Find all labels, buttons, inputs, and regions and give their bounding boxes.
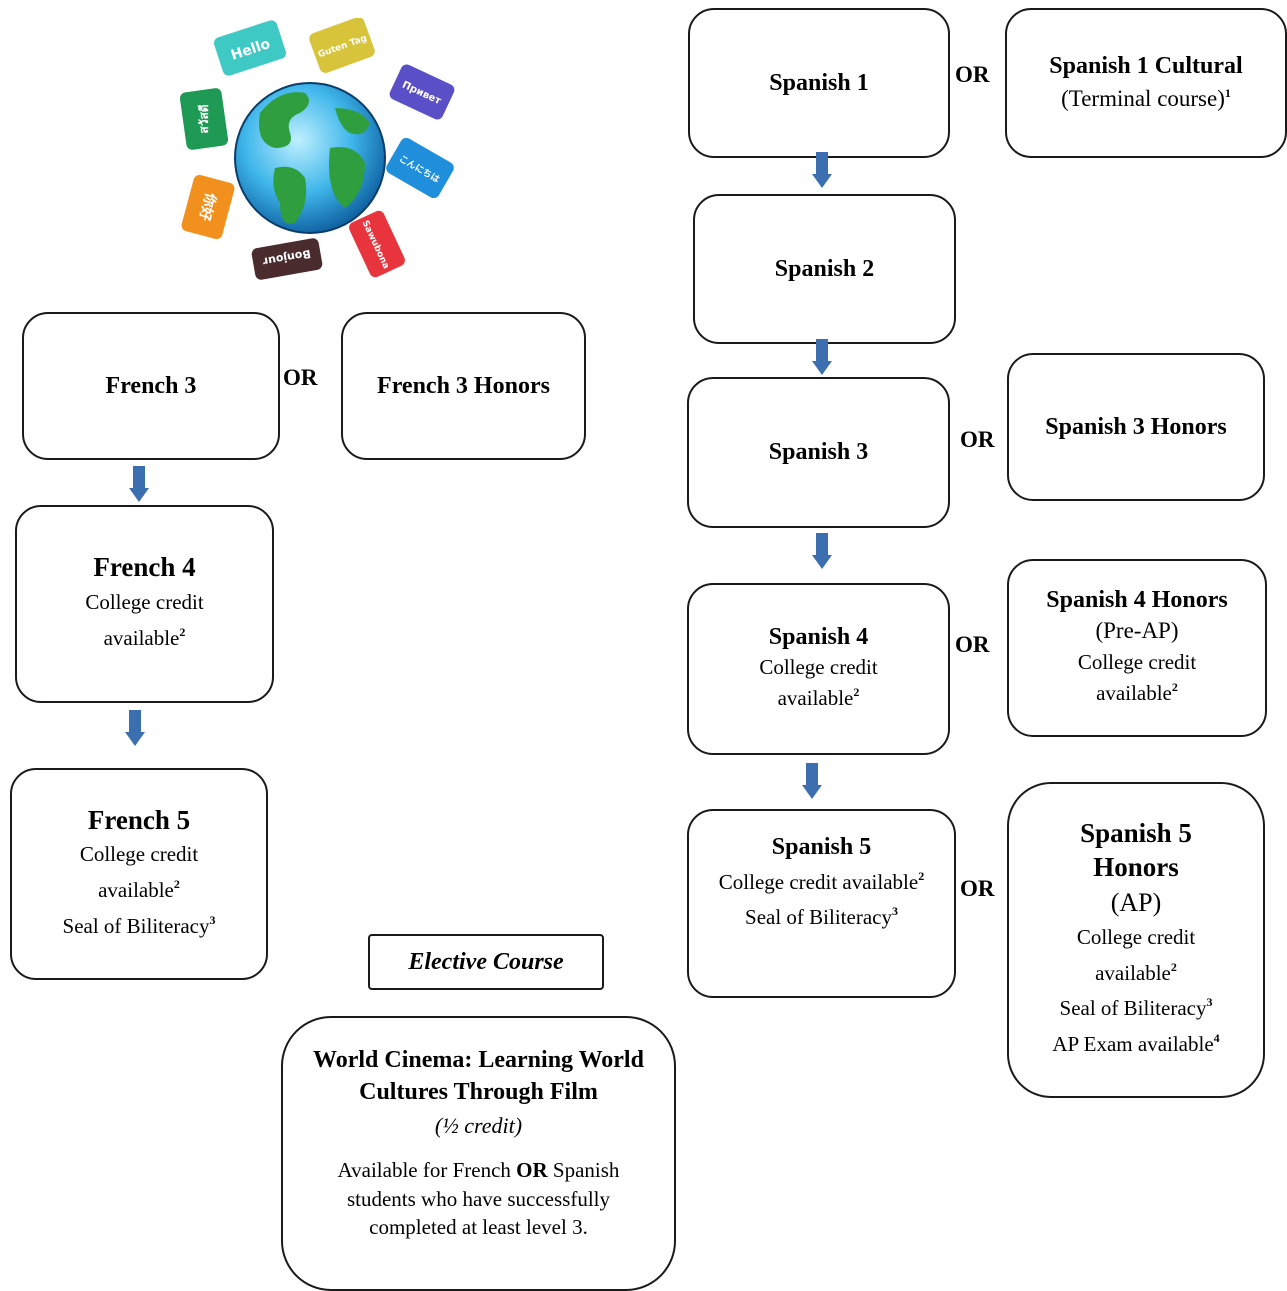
french-3-title: French 3 <box>105 372 197 399</box>
globe-illustration: Hello Guten Tag Привет こんにちは Sawubona Bo… <box>165 17 465 283</box>
world-cinema-credit: (½ credit) <box>434 1112 523 1138</box>
french-4-box: French 4 College credit available2 <box>15 505 274 703</box>
spanish-1-title: Spanish 1 <box>769 69 869 96</box>
spanish-4-honors-box: Spanish 4 Honors (Pre-AP) College credit… <box>1007 559 1267 737</box>
svg-text:你好: 你好 <box>196 190 220 222</box>
spanish-5-honors-line2: available2 <box>1095 959 1177 985</box>
world-cinema-title: World Cinema: Learning World Cultures Th… <box>313 1047 644 1106</box>
french-4-line1: College credit <box>85 590 204 615</box>
arrow-down-icon <box>802 763 822 799</box>
french-4-title: French 4 <box>93 552 196 583</box>
or-label: OR <box>960 876 995 901</box>
globe-icon: Hello Guten Tag Привет こんにちは Sawubona Bo… <box>179 17 455 280</box>
bubble-sawubona: Sawubona <box>349 210 405 278</box>
spanish-5-honors-title-1: Spanish 5 <box>1080 818 1192 849</box>
or-label: OR <box>283 365 318 390</box>
spanish-4-honors-sub: (Pre-AP) <box>1095 617 1179 643</box>
spanish-5-honors-box: Spanish 5 Honors (AP) College credit ava… <box>1007 782 1265 1098</box>
spanish-3-title: Spanish 3 <box>768 439 869 466</box>
spanish-5-honors-line1: College credit <box>1076 924 1196 949</box>
or-label: OR <box>960 427 995 452</box>
spanish-5-line2: Seal of Biliteracy3 <box>745 904 898 930</box>
bubble-bonjour: Bonjour <box>251 238 323 280</box>
bubble-privet: Привет <box>389 64 455 120</box>
spanish-4-honors-line2: available2 <box>1096 680 1178 706</box>
bubble-guten-tag: Guten Tag <box>309 17 375 73</box>
spanish-4-line2: available2 <box>777 685 860 711</box>
spanish-2-box: Spanish 2 <box>693 194 956 344</box>
bubble-sawasdee: สวัสดี <box>179 88 229 150</box>
french-5-line1: College credit <box>79 842 199 867</box>
spanish-5-honors-sub: (AP) <box>1110 887 1162 917</box>
spanish-2-title: Spanish 2 <box>774 255 875 282</box>
svg-text:สวัสดี: สวัสดี <box>197 104 211 133</box>
spanish-5-line1: College credit available2 <box>718 868 925 894</box>
arrow-down-icon <box>125 710 145 746</box>
spanish-4-line1: College credit <box>759 654 878 679</box>
arrow-down-icon <box>812 339 832 375</box>
spanish-3-honors-box: Spanish 3 Honors <box>1007 353 1265 501</box>
french-5-line3: Seal of Biliteracy3 <box>62 912 216 938</box>
french-5-line2: available2 <box>98 877 180 903</box>
french-4-line2: available2 <box>103 624 186 650</box>
bubble-konnichiwa: こんにちは <box>386 137 454 199</box>
spanish-5-honors-line4: AP Exam available4 <box>1052 1030 1220 1056</box>
spanish-4-honors-title: Spanish 4 Honors <box>1046 587 1228 613</box>
arrow-down-icon <box>129 466 149 502</box>
or-label: OR <box>955 62 990 87</box>
spanish-4-honors-line1: College credit <box>1077 649 1197 674</box>
spanish-1-cultural-title: Spanish 1 Cultural <box>1049 53 1243 80</box>
spanish-1-cultural-line1: (Terminal course)1 <box>1061 86 1231 112</box>
or-label: OR <box>955 632 990 657</box>
bubble-nihao: 你好 <box>181 174 235 240</box>
bubble-hello: Hello <box>213 20 287 76</box>
world-cinema-desc: Available for French OR Spanish students… <box>337 1157 620 1240</box>
french-5-title: French 5 <box>87 804 191 835</box>
arrow-down-icon <box>812 152 832 188</box>
french-3-box: French 3 <box>22 312 280 460</box>
spanish-3-honors-title: Spanish 3 Honors <box>1045 413 1227 440</box>
french-3-honors-box: French 3 Honors <box>341 312 586 460</box>
spanish-1-cultural-box: Spanish 1 Cultural (Terminal course)1 <box>1005 8 1287 158</box>
french-3-honors-title: French 3 Honors <box>377 372 550 399</box>
spanish-3-box: Spanish 3 <box>687 377 950 528</box>
elective-label: Elective Course <box>368 934 604 990</box>
world-cinema-box: World Cinema: Learning World Cultures Th… <box>281 1016 676 1291</box>
spanish-4-title: Spanish 4 <box>768 624 869 651</box>
spanish-5-title: Spanish 5 <box>771 834 872 860</box>
spanish-1-box: Spanish 1 <box>688 8 950 158</box>
spanish-4-box: Spanish 4 College credit available2 <box>687 583 950 755</box>
spanish-5-honors-title-2: Honors <box>1093 852 1179 883</box>
spanish-5-honors-line3: Seal of Biliteracy3 <box>1059 995 1213 1021</box>
spanish-5-box: Spanish 5 College credit available2 Seal… <box>687 809 956 998</box>
arrow-down-icon <box>812 533 832 569</box>
french-5-box: French 5 College credit available2 Seal … <box>10 768 268 980</box>
